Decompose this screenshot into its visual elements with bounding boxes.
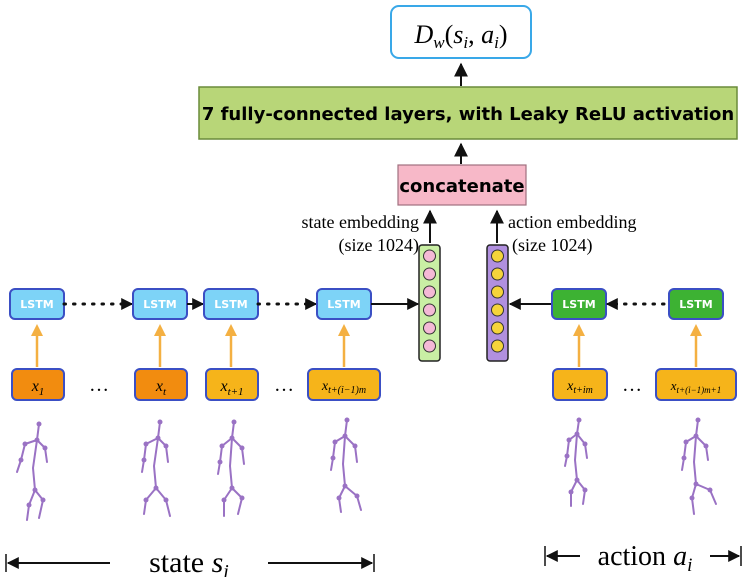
state-unit (423, 339, 436, 353)
up-arrow-icon (154, 324, 166, 367)
lstm-cell-label: LSTM (20, 298, 53, 311)
lstm-cell (668, 288, 724, 320)
skeleton-figure-icon (217, 419, 245, 517)
fc-layers-box (198, 86, 738, 140)
skeleton-figures (16, 417, 717, 521)
input-xm-box (307, 368, 381, 401)
lstm-cell-label: LSTM (214, 298, 247, 311)
skeleton-figure-icon (681, 417, 717, 515)
up-arrow-icon (690, 324, 702, 367)
lstm-row-state: LSTM LSTM LSTM LSTM (9, 288, 420, 320)
action-unit (491, 339, 504, 353)
lstm-row-action: LSTM LSTM (508, 288, 724, 320)
ellipsis: … (274, 374, 294, 396)
state-bracket-label: state si (149, 546, 229, 577)
action-unit (491, 285, 504, 299)
action-unit (491, 321, 504, 335)
input-xlast-label: xt+(i−1)m+1 (670, 378, 722, 395)
state-unit (423, 267, 436, 281)
ellipsis: … (622, 374, 642, 396)
output-label: Dw(si, ai) (413, 20, 507, 52)
action-unit (491, 303, 504, 317)
lstm-cell-label: LSTM (327, 298, 360, 311)
input-x1-label: x1 (31, 378, 45, 398)
action-embedding-label: action embedding (508, 212, 636, 232)
state-bracket: state si (5, 546, 375, 577)
input-xm-label: xt+(i−1)m (321, 379, 366, 396)
up-arrow-icon (573, 324, 585, 367)
state-embedding-size: (size 1024) (339, 235, 419, 256)
input-xim-label: xt+im (566, 379, 593, 396)
skeleton-figure-icon (141, 419, 171, 517)
state-embedding-label: state embedding (302, 212, 419, 232)
action-unit (491, 267, 504, 281)
action-bracket-label: action ai (598, 541, 693, 576)
input-xt-label: xt (155, 378, 167, 398)
concatenate-box (397, 164, 527, 206)
ellipsis: … (89, 374, 109, 396)
skeleton-figure-icon (16, 421, 48, 521)
state-embedding-units (423, 249, 436, 353)
concatenate-label: concatenate (399, 176, 524, 197)
lstm-cell-label: LSTM (679, 298, 712, 311)
state-unit (423, 303, 436, 317)
action-bracket: action ai (544, 541, 742, 576)
input-xim-box (552, 368, 608, 401)
output-box (390, 5, 532, 59)
skeleton-figure-icon (330, 417, 362, 513)
up-arrow-icon (338, 324, 350, 367)
lstm-cell-label: LSTM (143, 298, 176, 311)
input-xt1-label: xt+1 (219, 378, 243, 398)
skeleton-figure-icon (564, 417, 588, 507)
state-unit (423, 285, 436, 299)
action-embedding-size: (size 1024) (512, 235, 592, 256)
lstm-cell-label: LSTM (562, 298, 595, 311)
input-xt1-box (205, 368, 259, 401)
action-embedding-units (491, 249, 504, 353)
up-arrow-icon (31, 324, 43, 367)
input-x1-box (11, 368, 65, 401)
up-arrow-icon (225, 324, 237, 367)
state-unit (423, 321, 436, 335)
input-xlast-box (655, 368, 737, 401)
up-arrow-icons (31, 324, 702, 367)
input-xt-box (134, 368, 188, 401)
input-row: x1 … xt xt+1 … xt+(i−1)m xt+im … xt+(i−1… (11, 368, 737, 401)
state-unit (423, 249, 436, 263)
action-unit (491, 249, 504, 263)
fc-layers-label: 7 fully-connected layers, with Leaky ReL… (202, 104, 734, 125)
